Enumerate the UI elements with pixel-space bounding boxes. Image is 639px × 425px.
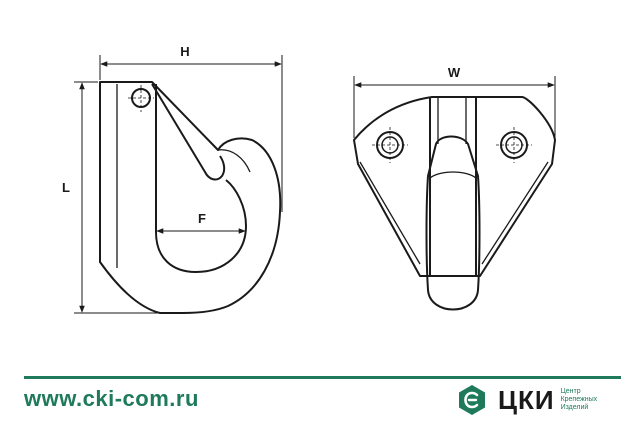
dimension-l-label: L: [62, 180, 70, 195]
dimension-h-label: H: [180, 44, 189, 59]
brand-tagline-line: Центр: [560, 388, 581, 395]
brand-tagline-line: Крепежных: [560, 396, 598, 403]
hook-outline: [99, 81, 282, 314]
dimension-l: [74, 81, 180, 314]
brand-block: ЦКИ Центр Крепежных Изделий: [456, 384, 597, 416]
hex-letter-c-logo-icon: [459, 385, 485, 415]
hook-front-body: [425, 135, 481, 311]
hook-side-view: [99, 81, 282, 314]
brand-tagline: Центр Крепежных Изделий: [561, 388, 598, 412]
footer-divider: [24, 376, 621, 379]
mounting-plate-flange: [359, 161, 549, 265]
dimension-w: [353, 76, 556, 138]
hook-technical-drawing: H L F: [62, 44, 556, 314]
brand-tagline-line: Изделий: [560, 404, 589, 411]
dimension-f-label: F: [198, 211, 206, 226]
mounting-plate-outline: [353, 96, 556, 277]
hook-tip-edge: [217, 149, 251, 173]
hook-latch-slot: [151, 83, 226, 181]
hook-front-ridge: [429, 171, 477, 179]
website-link[interactable]: www.cki-com.ru: [24, 386, 199, 411]
dimension-h: [99, 55, 283, 212]
brand-name: ЦКИ: [498, 384, 555, 415]
dimension-w-label: W: [448, 65, 461, 80]
hook-front-view: [353, 96, 556, 311]
hook-throat: [155, 84, 247, 273]
